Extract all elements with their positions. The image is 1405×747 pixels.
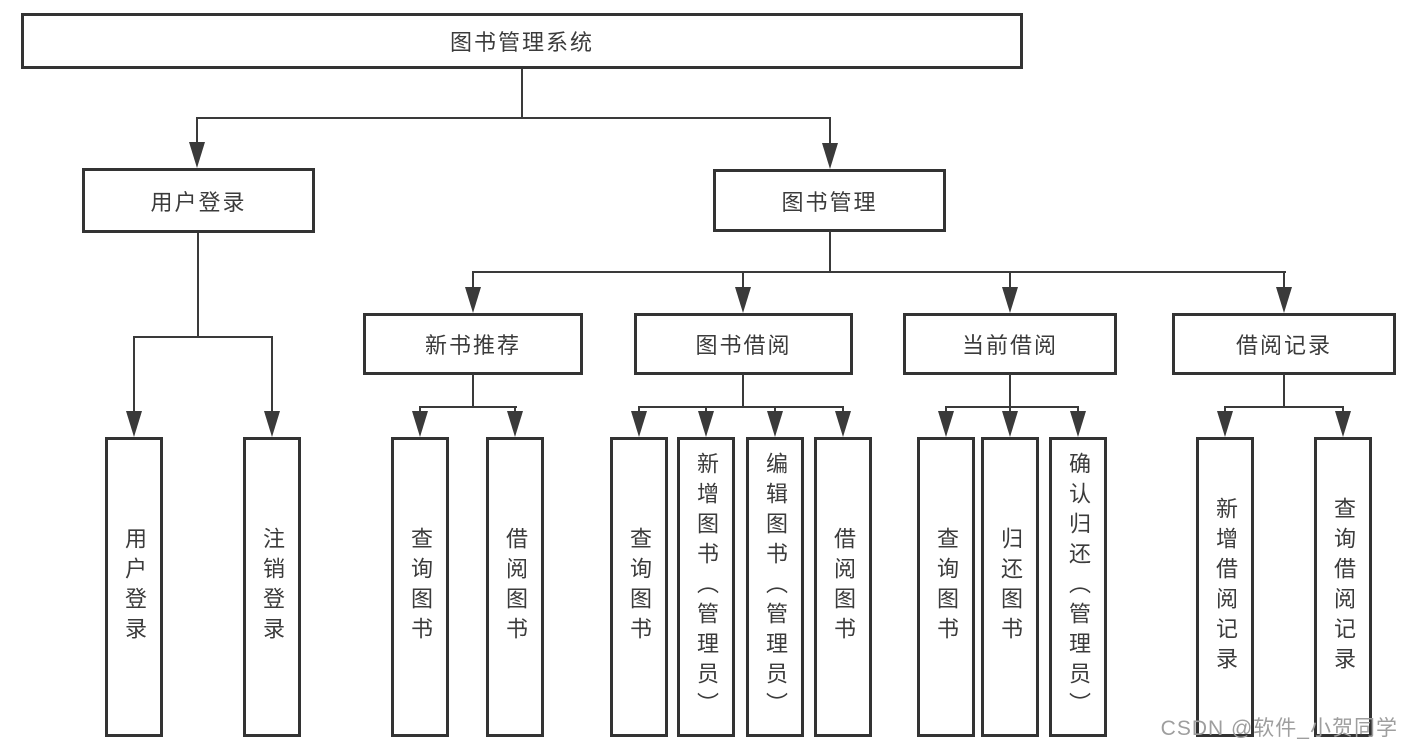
connector-drop-new-book — [472, 271, 474, 289]
connector-drop-leaf — [945, 406, 947, 414]
connector-borrow-records-stem — [1283, 374, 1285, 407]
leaf-add-books-admin: 新增图书（管理员） — [677, 437, 735, 737]
connector-drop-leaf — [514, 406, 516, 414]
arrow-down-icon — [507, 411, 523, 437]
node-new-book-recommend: 新书推荐 — [363, 313, 583, 375]
leaf-label: 用户登录 — [122, 527, 147, 647]
arrow-down-icon — [1070, 411, 1086, 437]
node-book-management: 图书管理 — [713, 169, 946, 232]
connector-root-distributor — [197, 117, 831, 119]
node-label: 图书借阅 — [695, 333, 792, 358]
leaf-label: 查询图书 — [627, 527, 652, 647]
node-library-management-system: 图书管理系统 — [21, 13, 1023, 69]
connector-drop-leaf — [271, 336, 273, 413]
node-user-login: 用户登录 — [82, 168, 315, 233]
node-current-borrow: 当前借阅 — [903, 313, 1117, 375]
arrow-down-icon — [1276, 287, 1292, 313]
leaf-label: 编辑图书（管理员） — [763, 452, 788, 722]
arrow-down-icon — [698, 411, 714, 437]
leaf-label: 新增图书（管理员） — [694, 452, 719, 722]
connector-drop-borrow-records — [1283, 271, 1285, 289]
arrow-down-icon — [835, 411, 851, 437]
node-label: 图书管理系统 — [449, 30, 594, 55]
connector-user-login-distributor — [133, 336, 273, 338]
connector-drop-leaf — [1077, 406, 1079, 414]
node-label: 借阅记录 — [1235, 333, 1332, 358]
arrow-down-icon — [1002, 287, 1018, 313]
leaf-return-books: 归还图书 — [981, 437, 1039, 737]
leaf-edit-books-admin: 编辑图书（管理员） — [746, 437, 804, 737]
node-label: 用户登录 — [150, 189, 247, 215]
leaf-label: 注销登录 — [260, 527, 285, 647]
connector-drop-leaf — [133, 336, 135, 413]
connector-user-login-stem — [197, 233, 199, 337]
connector-drop-leaf — [705, 406, 707, 414]
leaf-query-books-current: 查询图书 — [917, 437, 975, 737]
connector-borrow-records-distributor — [1224, 406, 1344, 408]
connector-drop-book-management — [829, 117, 831, 147]
arrow-down-icon — [126, 411, 142, 437]
connector-drop-user-login — [196, 117, 198, 147]
arrow-down-icon — [189, 142, 205, 168]
connector-root-stem — [521, 69, 523, 118]
node-book-borrow: 图书借阅 — [634, 313, 853, 375]
connector-new-book-distributor — [419, 406, 517, 408]
leaf-add-borrow-record: 新增借阅记录 — [1196, 437, 1254, 737]
arrow-down-icon — [264, 411, 280, 437]
leaf-label: 查询图书 — [934, 527, 959, 647]
connector-drop-leaf — [638, 406, 640, 414]
connector-drop-leaf — [1224, 406, 1226, 414]
arrow-down-icon — [1002, 411, 1018, 437]
arrow-down-icon — [938, 411, 954, 437]
connector-drop-leaf — [774, 406, 776, 414]
arrow-down-icon — [1217, 411, 1233, 437]
arrow-down-icon — [822, 143, 838, 169]
leaf-borrow-books: 借阅图书 — [814, 437, 872, 737]
connector-drop-current-borrow — [1009, 271, 1011, 289]
arrow-down-icon — [465, 287, 481, 313]
arrow-down-icon — [412, 411, 428, 437]
csdn-watermark: CSDN @软件_小贺同学 — [1160, 717, 1398, 740]
arrow-down-icon — [767, 411, 783, 437]
connector-drop-leaf — [842, 406, 844, 414]
connector-drop-leaf — [1342, 406, 1344, 414]
leaf-confirm-return-admin: 确认归还（管理员） — [1049, 437, 1107, 737]
node-label: 图书管理 — [781, 189, 878, 215]
leaf-label: 查询图书 — [408, 527, 433, 647]
leaf-label: 归还图书 — [998, 527, 1023, 647]
connector-current-borrow-stem — [1009, 374, 1011, 407]
arrow-down-icon — [735, 287, 751, 313]
leaf-logout: 注销登录 — [243, 437, 301, 737]
arrow-down-icon — [1335, 411, 1351, 437]
arrow-down-icon — [631, 411, 647, 437]
leaf-borrow-books-recommend: 借阅图书 — [486, 437, 544, 737]
node-borrow-records: 借阅记录 — [1172, 313, 1396, 375]
leaf-user-login: 用户登录 — [105, 437, 163, 737]
node-label: 当前借阅 — [961, 333, 1058, 358]
leaf-query-books-borrow: 查询图书 — [610, 437, 668, 737]
connector-book-borrow-stem — [742, 374, 744, 407]
leaf-label: 查询借阅记录 — [1331, 497, 1356, 677]
leaf-label: 借阅图书 — [503, 527, 528, 647]
connector-book-management-stem — [829, 231, 831, 272]
connector-book-borrow-distributor — [638, 406, 844, 408]
connector-drop-leaf — [419, 406, 421, 414]
leaf-query-borrow-record: 查询借阅记录 — [1314, 437, 1372, 737]
connector-current-borrow-distributor — [945, 406, 1079, 408]
leaf-label: 新增借阅记录 — [1213, 497, 1238, 677]
connector-book-management-distributor — [472, 271, 1286, 273]
connector-drop-book-borrow — [742, 271, 744, 289]
leaf-label: 确认归还（管理员） — [1066, 452, 1091, 722]
connector-new-book-stem — [472, 374, 474, 407]
connector-drop-leaf — [1009, 406, 1011, 414]
node-label: 新书推荐 — [424, 333, 521, 358]
leaf-label: 借阅图书 — [831, 527, 856, 647]
leaf-query-books-recommend: 查询图书 — [391, 437, 449, 737]
